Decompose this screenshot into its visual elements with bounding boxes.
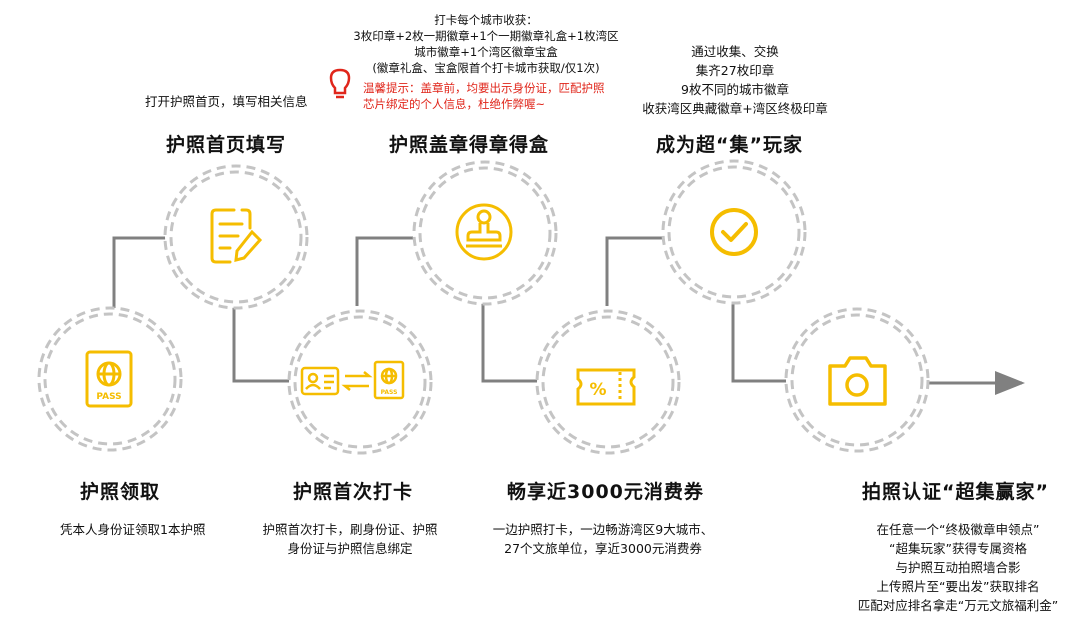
step-3-desc-line-2: 身份证与护照信息绑定 bbox=[287, 541, 413, 556]
step-7-desc-line-2: “超集玩家”获得专属资格 bbox=[889, 541, 1027, 556]
circle-step-5 bbox=[535, 309, 681, 455]
connector-5-6 bbox=[605, 236, 664, 306]
step-6-desc-line-3: 9枚不同的城市徽章 bbox=[681, 82, 789, 97]
step-6-desc-line-2: 集齐27枚印章 bbox=[695, 63, 775, 78]
connector-4-5 bbox=[481, 290, 538, 383]
step-1-title: 护照领取 bbox=[80, 481, 161, 503]
step-2-title: 护照首页填写 bbox=[166, 134, 287, 156]
percent-glyph: % bbox=[589, 380, 606, 400]
step-7-desc: 在任意一个“终极徽章申领点” “超集玩家”获得专属资格 与护照互动拍照墙合影 上… bbox=[858, 520, 1058, 615]
circle-step-4 bbox=[412, 160, 558, 306]
step-3-title: 护照首次打卡 bbox=[293, 481, 414, 503]
step-7-desc-line-4: 上传照片至“要出发”获取排名 bbox=[876, 579, 1040, 594]
step-4-desc-line-2: 3枚印章+2枚一期徽章+1个一期徽章礼盒+1枚湾区 bbox=[353, 29, 619, 43]
step-7-desc-line-3: 与护照互动拍照墙合影 bbox=[895, 560, 1021, 575]
step-5-desc-line-2: 27个文旅单位，享近3000元消费券 bbox=[504, 541, 702, 556]
id-card-passport-swap-icon: PASS bbox=[300, 360, 405, 400]
step-6-desc: 通过收集、交换 集齐27枚印章 9枚不同的城市徽章 收获湾区典藏徽章+湾区终极印… bbox=[642, 42, 827, 118]
connector-2-3 bbox=[232, 288, 290, 383]
step-4-desc-line-3: 城市徽章+1个湾区徽章宝盒 bbox=[414, 45, 558, 59]
step-4-desc: 打卡每个城市收获： 3枚印章+2枚一期徽章+1个一期徽章礼盒+1枚湾区 城市徽章… bbox=[353, 12, 618, 76]
passport-icon: PASS bbox=[85, 350, 133, 408]
camera-icon bbox=[828, 356, 887, 406]
connector-6-7 bbox=[731, 290, 790, 383]
stamp-icon bbox=[455, 203, 513, 261]
step-7-desc-line-1: 在任意一个“终极徽章申领点” bbox=[876, 522, 1040, 537]
step-1-desc-line: 凭本人身份证领取1本护照 bbox=[60, 522, 206, 537]
pass-label-small: PASS bbox=[381, 389, 398, 396]
step-5-desc: 一边护照打卡，一边畅游湾区9大城市、 27个文旅单位，享近3000元消费券 bbox=[493, 520, 713, 558]
circle-step-6 bbox=[661, 159, 807, 305]
step-1-desc: 凭本人身份证领取1本护照 bbox=[60, 520, 205, 539]
step-4-desc-line-4: (徽章礼盒、宝盒限首个打卡城市获取/仅1次) bbox=[372, 61, 600, 75]
connector-3-4 bbox=[355, 236, 413, 306]
step-2-desc-line: 打开护照首页，填写相关信息 bbox=[145, 94, 308, 109]
connector-lines bbox=[112, 236, 1025, 395]
step-4-tip: 温馨提示：盖章前，均要出示身份证，匹配护照 芯片绑定的个人信息，杜绝作弊喔~ bbox=[363, 80, 605, 112]
pass-label: PASS bbox=[96, 392, 121, 402]
step-6-desc-line-1: 通过收集、交换 bbox=[691, 44, 779, 59]
circle-step-7 bbox=[784, 307, 930, 453]
check-circle-icon bbox=[710, 208, 758, 256]
circle-step-1 bbox=[37, 306, 183, 452]
step-7-desc-line-5: 匹配对应排名拿走“万元文旅福利金” bbox=[857, 598, 1059, 613]
step-5-desc-line-1: 一边护照打卡，一边畅游湾区9大城市、 bbox=[492, 522, 714, 537]
form-edit-icon bbox=[210, 208, 263, 264]
step-4-desc-line-1: 打卡每个城市收获： bbox=[434, 13, 538, 27]
step-4-tip-line-1: 温馨提示：盖章前，均要出示身份证，匹配护照 bbox=[363, 81, 605, 95]
step-6-title: 成为超“集”玩家 bbox=[656, 134, 803, 156]
connector-1-2 bbox=[112, 236, 172, 308]
step-7-title: 拍照认证“超集赢家” bbox=[862, 481, 1049, 503]
step-3-desc: 护照首次打卡，刷身份证、护照 身份证与护照信息绑定 bbox=[262, 520, 437, 558]
step-4-title: 护照盖章得章得盒 bbox=[389, 134, 550, 156]
step-6-desc-line-4: 收获湾区典藏徽章+湾区终极印章 bbox=[642, 101, 828, 116]
step-4-tip-line-2: 芯片绑定的个人信息，杜绝作弊喔~ bbox=[363, 97, 546, 111]
step-3-desc-line-1: 护照首次打卡，刷身份证、护照 bbox=[262, 522, 438, 537]
circle-step-3 bbox=[287, 309, 433, 455]
step-5-title: 畅享近3000元消费券 bbox=[507, 481, 704, 503]
step-2-desc: 打开护照首页，填写相关信息 bbox=[145, 92, 308, 111]
coupon-icon: % bbox=[576, 368, 636, 406]
lightbulb-icon bbox=[329, 68, 351, 99]
